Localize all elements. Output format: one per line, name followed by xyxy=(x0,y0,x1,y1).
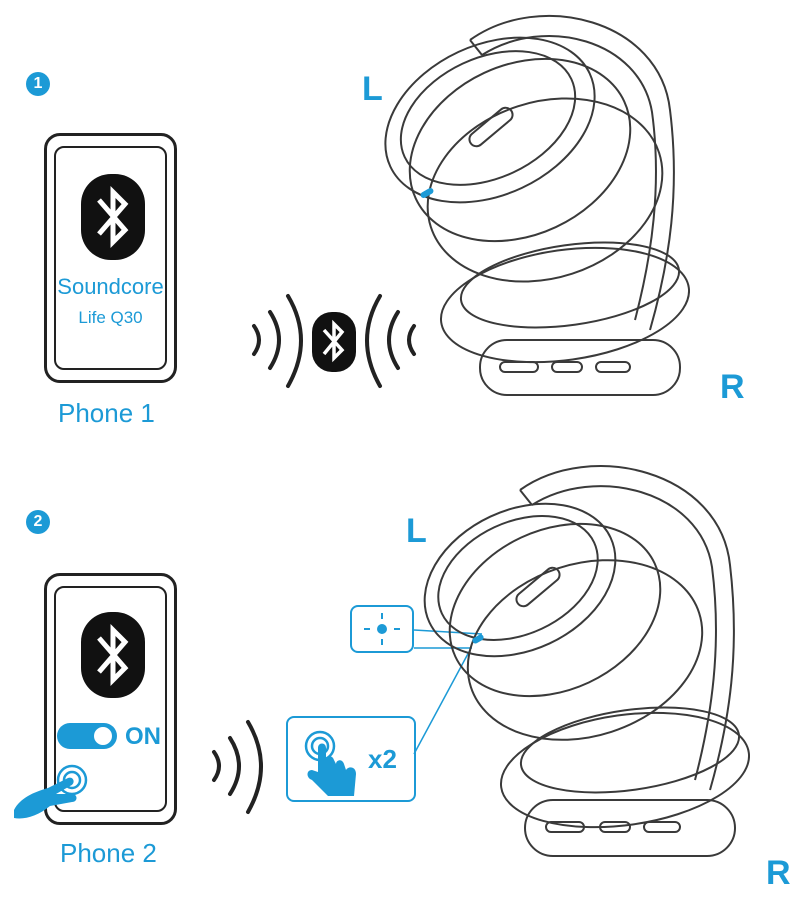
button-detail-callout xyxy=(350,605,414,653)
phone-2-label: Phone 2 xyxy=(60,838,157,868)
press-twice-callout: x2 xyxy=(286,716,416,802)
app-name: Soundcore xyxy=(57,274,164,299)
toggle-knob xyxy=(92,725,114,747)
bluetooth-icon xyxy=(81,612,145,698)
phone-1-screen xyxy=(54,146,167,370)
phone-1: Soundcore Life Q30 xyxy=(44,133,177,383)
headphones-illustration xyxy=(423,465,750,857)
phone-1-label: Phone 1 xyxy=(58,398,155,428)
bluetooth-icon xyxy=(81,174,145,260)
device-model: Life Q30 xyxy=(78,308,143,327)
step-2-badge: 2 xyxy=(26,510,50,534)
bluetooth-icon xyxy=(312,312,356,372)
left-label: L xyxy=(406,512,427,550)
press-count: x2 xyxy=(368,744,397,774)
right-label: R xyxy=(766,854,791,892)
headphones-illustration xyxy=(384,14,690,396)
multifunction-button-icon xyxy=(364,613,400,645)
tap-hand-icon xyxy=(304,730,356,796)
step-1-badge: 1 xyxy=(26,72,50,96)
right-label: R xyxy=(720,368,745,406)
toggle-state-label: ON xyxy=(125,723,161,750)
tap-hand-icon xyxy=(14,764,88,819)
phone-2-screen xyxy=(54,586,167,812)
bluetooth-toggle[interactable] xyxy=(57,723,117,749)
signal-waves-icon xyxy=(252,294,416,388)
signal-waves-icon xyxy=(212,720,263,814)
left-label: L xyxy=(362,70,383,108)
